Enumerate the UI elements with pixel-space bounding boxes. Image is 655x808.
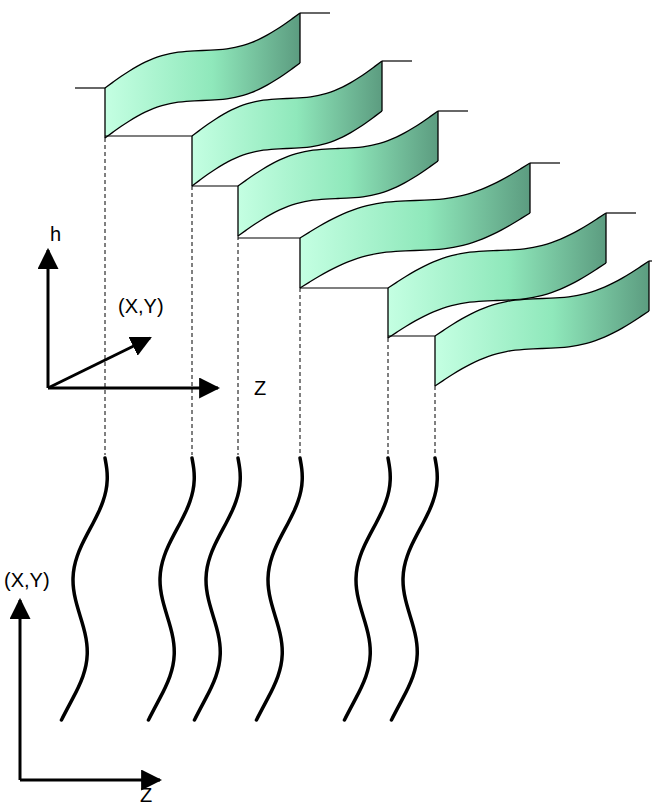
axis-label: (X,Y) xyxy=(4,570,50,590)
step-line xyxy=(192,185,238,186)
sheet-top-edge xyxy=(238,111,438,186)
step-line xyxy=(649,260,652,261)
sheet-top-edge xyxy=(435,261,649,336)
sheet-top-edge xyxy=(105,13,300,88)
step-line xyxy=(388,335,435,336)
dashed-projection xyxy=(300,288,301,455)
sheet-side xyxy=(299,238,300,288)
z-axis xyxy=(48,387,218,390)
h-axis xyxy=(47,250,50,388)
dashed-projection xyxy=(105,138,106,455)
z-axis xyxy=(20,779,160,782)
step-line xyxy=(300,287,388,288)
dashed-projection xyxy=(435,386,436,455)
dashed-projection xyxy=(388,338,389,455)
axis-label: Z xyxy=(254,378,266,398)
sheet-side xyxy=(434,336,435,386)
sheet-side xyxy=(237,186,238,236)
step-line xyxy=(238,237,300,238)
step-line xyxy=(606,212,636,213)
top-axes xyxy=(48,250,218,388)
sheet-side xyxy=(437,111,438,161)
sheet-side xyxy=(529,163,530,213)
step-line xyxy=(530,162,560,163)
wavy-curve xyxy=(61,458,107,720)
wavy-curve xyxy=(148,458,194,720)
sheet-side xyxy=(387,288,388,338)
dashed-projection xyxy=(238,236,239,455)
sheet-bottom-edge xyxy=(435,311,649,386)
step-line xyxy=(300,12,330,13)
sheet-side xyxy=(299,13,300,63)
step-line xyxy=(75,87,105,88)
wavy-curves xyxy=(61,458,437,720)
sheet-side xyxy=(104,88,105,138)
sheet-top-edge xyxy=(388,213,606,288)
wavy-curve xyxy=(391,458,437,720)
sheet-top-edge xyxy=(192,61,382,136)
sheet-fill xyxy=(435,261,649,386)
step-line xyxy=(382,60,412,61)
axis-label: (X,Y) xyxy=(118,296,164,316)
sheet-layer xyxy=(75,13,652,386)
sheet-top-edge xyxy=(300,163,530,238)
sheet-side xyxy=(648,261,649,311)
sheet-side xyxy=(381,61,382,111)
axis-label: Z xyxy=(140,785,152,805)
wavy-curve xyxy=(344,458,390,720)
xy-axis xyxy=(19,600,22,780)
dashed-projections xyxy=(105,138,435,455)
bottom-axes xyxy=(20,600,160,780)
sheet-side xyxy=(605,213,606,263)
xy-axis xyxy=(48,338,150,388)
step-line xyxy=(105,135,192,136)
sheet-side xyxy=(191,136,192,186)
step-line xyxy=(438,110,468,111)
axis-label: h xyxy=(50,224,61,244)
wavy-curve xyxy=(256,458,302,720)
dashed-projection xyxy=(192,186,193,455)
wavy-curve xyxy=(194,458,240,720)
